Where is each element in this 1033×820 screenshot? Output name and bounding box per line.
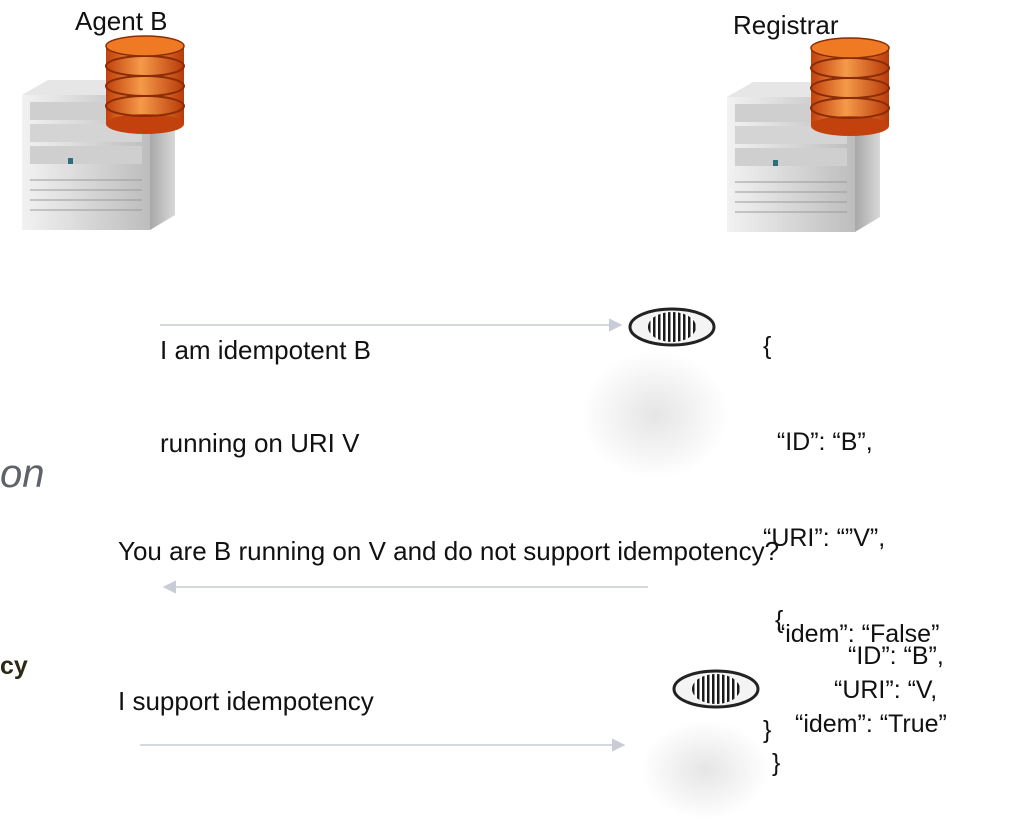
record-id: “ID”: “B”, [763, 428, 873, 456]
record-after-id: “ID”: “B”, [848, 642, 944, 670]
register-message-line1: I am idempotent B [160, 335, 371, 365]
registrar-title: Registrar [733, 10, 839, 40]
shadow-glow [640, 720, 770, 820]
message-token-icon [672, 669, 760, 709]
agent-title: Agent B [75, 6, 168, 36]
record-after-close-brace: } [772, 749, 781, 777]
register-message-line2: running on URI V [160, 428, 360, 458]
record-close-brace: } [763, 716, 772, 744]
message-token-icon [628, 307, 716, 347]
record-uri: “URI”: “”V”, [763, 524, 886, 552]
record-after-open-brace: { [775, 606, 784, 634]
record-open-brace: { [763, 332, 772, 360]
background-fragment-bold: cy [0, 652, 28, 680]
registry-record-before: { “ID”: “B”, “URI”: “”V”, “idem”: “False… [763, 266, 939, 778]
background-fragment-italic: on [0, 452, 45, 496]
register-message: I am idempotent B running on URI V [160, 273, 371, 490]
shadow-glow [580, 350, 730, 480]
record-after-idem: “idem”: “True” [795, 710, 947, 738]
confirm-message: I support idempotency [118, 686, 374, 716]
record-idem: “idem”: “False” [763, 620, 940, 648]
registrar-server-icon [705, 37, 915, 237]
record-after-uri: “URI”: “V, [834, 676, 938, 704]
query-message: You are B running on V and do not suppor… [118, 536, 780, 566]
agent-server-icon [0, 35, 210, 235]
